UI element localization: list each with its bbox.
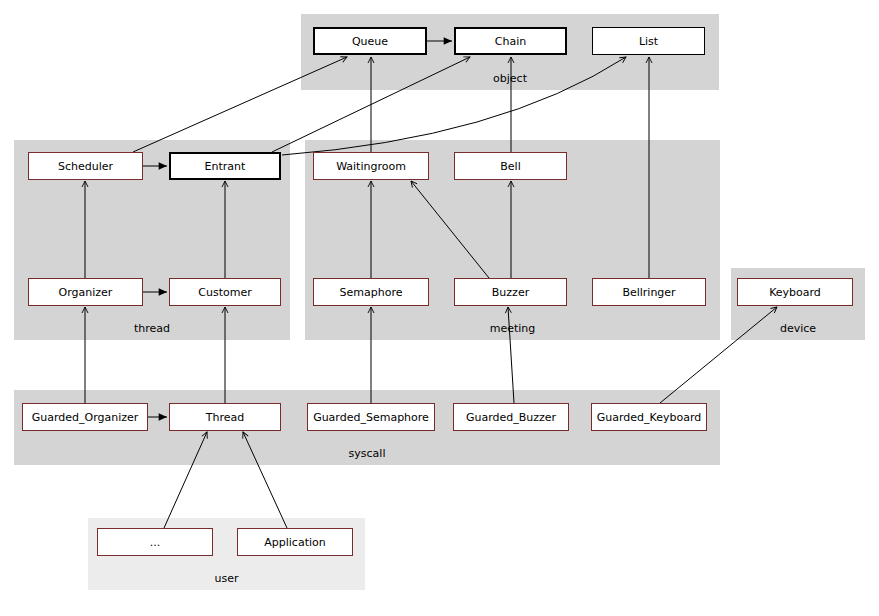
class-box-customer: Customer (169, 278, 281, 306)
class-box-scheduler: Scheduler (28, 152, 143, 180)
class-box-guarded-keyboard: Guarded_Keyboard (591, 403, 707, 431)
class-label-scheduler: Scheduler (58, 160, 113, 173)
class-box-semaphore: Semaphore (313, 278, 429, 306)
class-label-semaphore: Semaphore (340, 286, 403, 299)
class-box-guarded-semaphore: Guarded_Semaphore (307, 403, 435, 431)
class-label-buzzer: Buzzer (492, 286, 529, 299)
class-label-guarded-buzzer: Guarded_Buzzer (466, 411, 556, 424)
class-label-entrant: Entrant (205, 160, 246, 173)
class-label-waitingroom: Waitingroom (336, 160, 406, 173)
class-label-ellipsis: ... (150, 536, 161, 549)
class-box-guarded-organizer: Guarded_Organizer (22, 403, 148, 431)
edge-application-thread (243, 432, 287, 528)
class-label-list: List (639, 35, 658, 48)
class-label-queue: Queue (352, 35, 388, 48)
class-label-keyboard: Keyboard (769, 286, 821, 299)
class-label-thread: Thread (206, 411, 244, 424)
edge-scheduler-queue (133, 57, 347, 152)
edge-buzzer-waitingroom (411, 181, 489, 278)
class-box-keyboard: Keyboard (737, 278, 853, 306)
class-box-buzzer: Buzzer (454, 278, 567, 306)
class-box-waitingroom: Waitingroom (313, 152, 429, 180)
class-box-thread: Thread (169, 403, 281, 431)
edge-guarded-keyboard-keyboard (660, 307, 777, 403)
class-box-bell: Bell (454, 152, 567, 180)
class-label-guarded-keyboard: Guarded_Keyboard (597, 411, 702, 424)
class-label-guarded-semaphore: Guarded_Semaphore (313, 411, 429, 424)
class-label-application: Application (264, 536, 325, 549)
class-label-bell: Bell (500, 160, 520, 173)
edge-entrant-list (282, 57, 626, 155)
class-box-queue: Queue (313, 27, 427, 55)
class-box-chain: Chain (454, 27, 567, 55)
class-label-chain: Chain (495, 35, 526, 48)
class-label-bellringer: Bellringer (622, 286, 675, 299)
class-box-guarded-buzzer: Guarded_Buzzer (453, 403, 569, 431)
class-label-customer: Customer (198, 286, 251, 299)
class-label-guarded-organizer: Guarded_Organizer (32, 411, 139, 424)
class-box-application: Application (237, 528, 353, 556)
class-box-list: List (592, 27, 705, 55)
class-box-organizer: Organizer (28, 278, 143, 306)
class-box-ellipsis: ... (97, 528, 213, 556)
class-box-entrant: Entrant (169, 152, 281, 180)
class-label-organizer: Organizer (59, 286, 113, 299)
edge-ellipsis-thread (164, 432, 207, 528)
class-box-bellringer: Bellringer (592, 278, 706, 306)
edge-guarded-buzzer-buzzer (508, 307, 514, 403)
